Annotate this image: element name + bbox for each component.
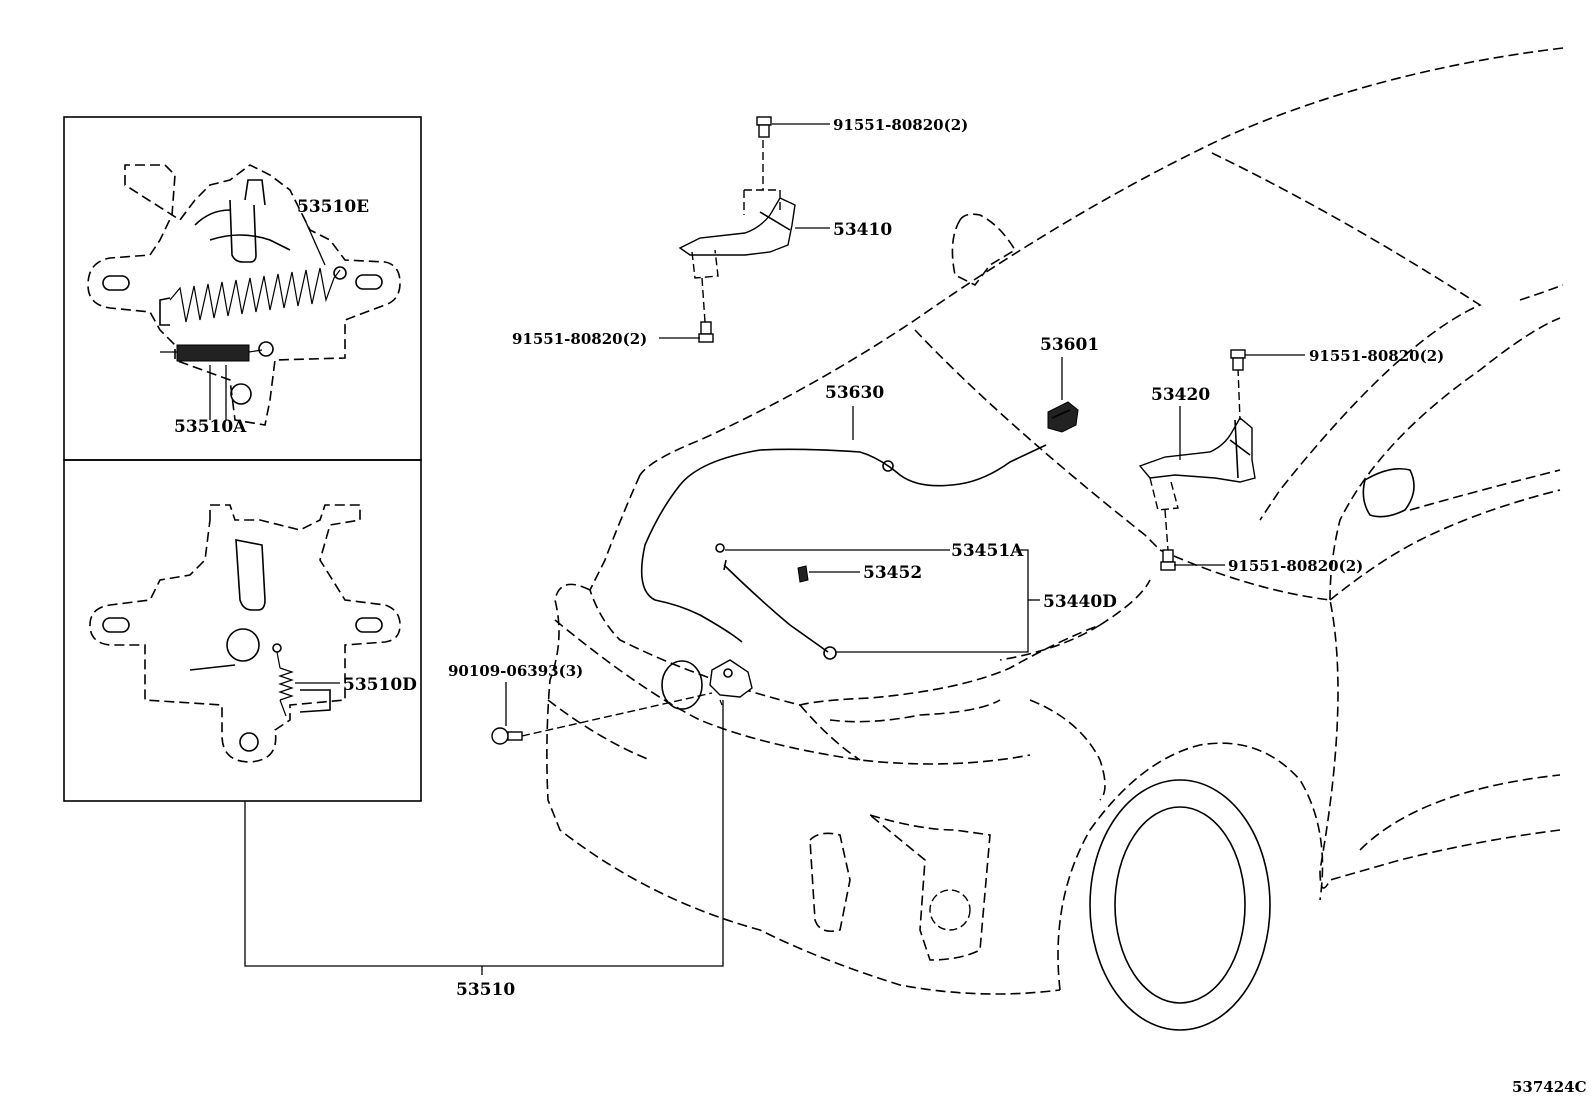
bolt-90109 — [491, 692, 713, 745]
hood-support-rod — [715, 543, 837, 660]
label-90109: 90109-06393(3) — [448, 662, 583, 680]
bolt-right-bottom — [1160, 549, 1176, 571]
hood-hinge-left — [678, 140, 796, 323]
label-91551-left: 91551-80820(2) — [512, 330, 647, 348]
label-53510D: 53510D — [343, 675, 417, 695]
label-53601: 53601 — [1040, 335, 1099, 355]
bolt-top — [756, 116, 772, 138]
label-53510: 53510 — [456, 980, 515, 1000]
label-91551-top: 91551-80820(2) — [833, 116, 968, 134]
bracket-53510 — [244, 700, 724, 967]
label-91551-right-top: 91551-80820(2) — [1309, 347, 1444, 365]
hood-release-cable — [640, 444, 1047, 643]
label-53630: 53630 — [825, 383, 884, 403]
hood-lock-detail-bottom — [89, 504, 401, 763]
car-body-outline — [546, 47, 1564, 1031]
bolt-right-top — [1230, 349, 1246, 371]
label-53510E: 53510E — [297, 197, 369, 217]
leader-lines — [209, 123, 1305, 726]
label-53420: 53420 — [1151, 385, 1210, 405]
diagram-id: 537424C — [1512, 1078, 1587, 1096]
inset-panel — [63, 116, 422, 802]
inset-box-bottom — [63, 459, 422, 802]
hood-lock-detail-top — [87, 164, 401, 426]
label-91551-right-bottom: 91551-80820(2) — [1228, 557, 1363, 575]
label-53451A: 53451A — [951, 541, 1024, 561]
label-53452: 53452 — [863, 563, 922, 583]
bolt-left — [698, 321, 714, 343]
label-53410: 53410 — [833, 220, 892, 240]
hood-lock-assembly — [661, 659, 753, 710]
hood-release-handle — [1047, 401, 1079, 433]
hood-hinge-right — [1138, 367, 1256, 551]
label-53440D: 53440D — [1043, 592, 1117, 612]
label-53510A: 53510A — [174, 417, 247, 437]
